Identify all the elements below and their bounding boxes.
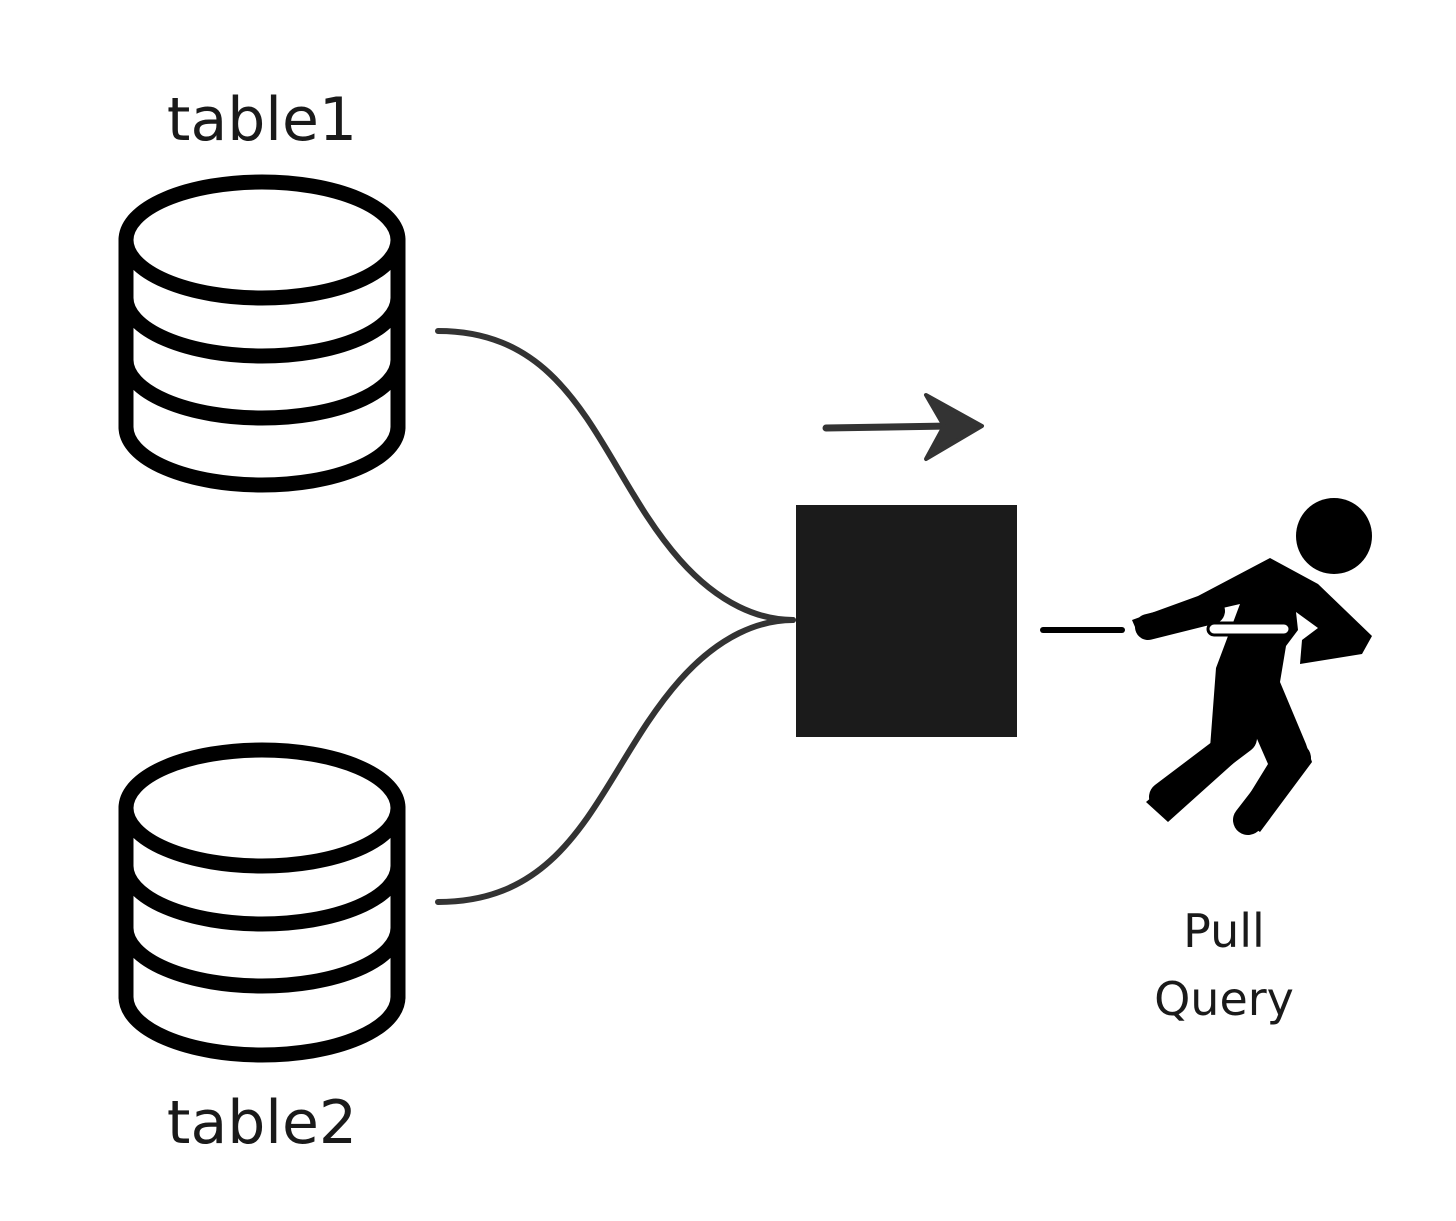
person-pulling-icon — [1132, 498, 1372, 835]
database-icon — [118, 742, 406, 1063]
table2-label: table2 — [167, 1088, 357, 1158]
actor-label-line1: Pull — [1183, 904, 1265, 958]
arrow-right-icon — [822, 393, 984, 461]
connector-table1 — [435, 328, 796, 623]
database-icon — [118, 174, 406, 493]
processing-node — [796, 505, 1017, 737]
actor-label-line2: Query — [1154, 972, 1294, 1026]
table1-label: table1 — [167, 85, 357, 155]
connector-table2 — [435, 617, 796, 905]
